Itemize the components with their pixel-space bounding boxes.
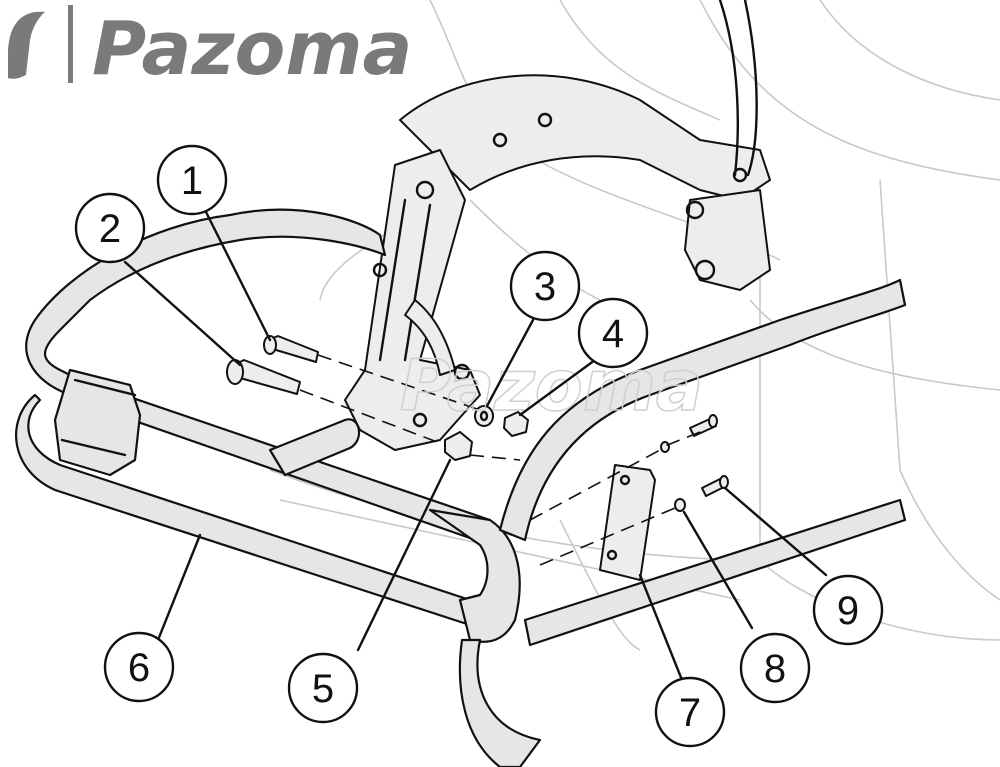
callout-number: 4 [602, 312, 624, 356]
callout-circle [577, 297, 649, 369]
callout-group: 1 2 3 4 5 6 7 8 9 [74, 144, 884, 748]
callout-circle [509, 250, 581, 322]
brand-name: Pazoma [92, 6, 412, 92]
hardware [226, 335, 729, 581]
callout-8: 8 [739, 632, 811, 704]
callout-number: 7 [679, 691, 701, 735]
callout-number: 3 [534, 265, 556, 309]
callout-number: 2 [99, 207, 121, 251]
callout-circle [74, 192, 146, 264]
logo-divider [68, 5, 73, 83]
callout-number: 1 [181, 159, 203, 203]
logo-mark-icon [8, 11, 45, 79]
callout-3: 3 [509, 250, 581, 322]
callout-number: 9 [837, 589, 859, 633]
callout-2: 2 [74, 192, 146, 264]
callout-circle [654, 676, 726, 748]
callout-circle [812, 574, 884, 646]
callout-circle [287, 652, 359, 724]
callout-5: 5 [287, 652, 359, 724]
callout-circle [103, 631, 175, 703]
watermark-text: Pazoma [400, 345, 703, 427]
leader-lines [123, 208, 828, 682]
callout-number: 8 [764, 647, 786, 691]
callout-9: 9 [812, 574, 884, 646]
callout-6: 6 [103, 631, 175, 703]
callout-circle [739, 632, 811, 704]
callout-number: 5 [312, 667, 334, 711]
callout-1: 1 [156, 144, 228, 216]
callout-number: 6 [128, 646, 150, 690]
mounting-frame [344, 0, 771, 451]
callout-circle [156, 144, 228, 216]
callout-4: 4 [577, 297, 649, 369]
callout-7: 7 [654, 676, 726, 748]
assembly-lines [299, 354, 701, 566]
brand-logo: Pazoma [8, 5, 412, 92]
